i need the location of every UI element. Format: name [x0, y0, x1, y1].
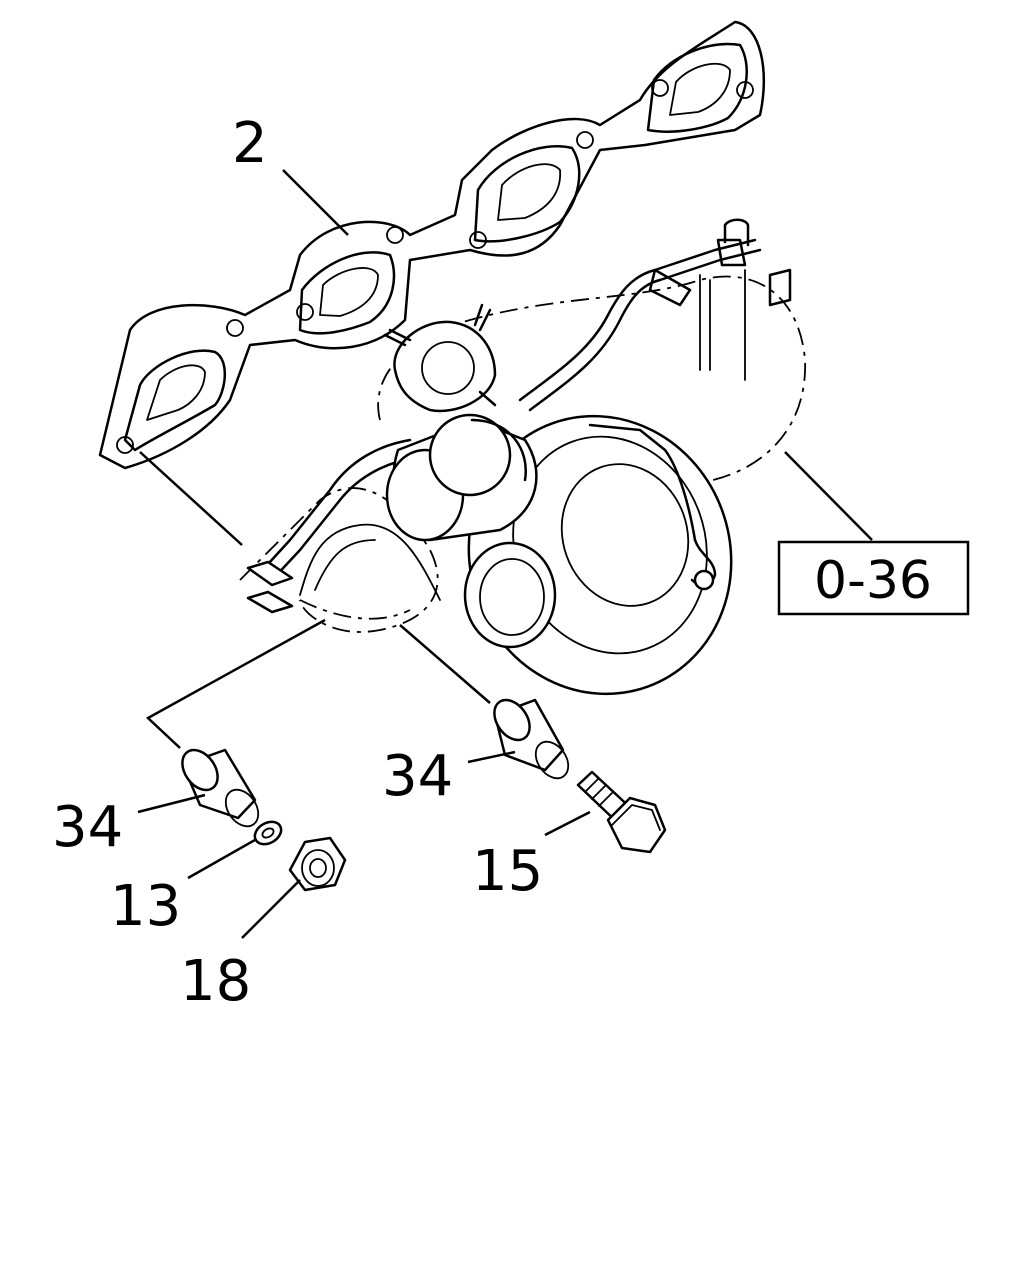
flange-nut: [288, 836, 347, 892]
callout-2: 2: [232, 111, 268, 176]
dowel-pin-left: [181, 748, 260, 828]
dowel-pin-right: [493, 698, 570, 780]
callout-18: 18: [180, 949, 251, 1014]
manifold-gasket: [98, 20, 766, 470]
flange-bolt: [576, 770, 667, 854]
leader-lines: [137, 169, 873, 939]
callout-34-left: 34: [52, 795, 123, 860]
callout-13: 13: [110, 874, 181, 939]
reference-box: 0-36: [777, 540, 970, 616]
callout-15: 15: [472, 839, 543, 904]
reference-label: 0-36: [814, 551, 932, 611]
callout-34-right: 34: [382, 744, 453, 809]
washer: [253, 820, 283, 846]
turbocharger-assembly: [239, 218, 806, 696]
